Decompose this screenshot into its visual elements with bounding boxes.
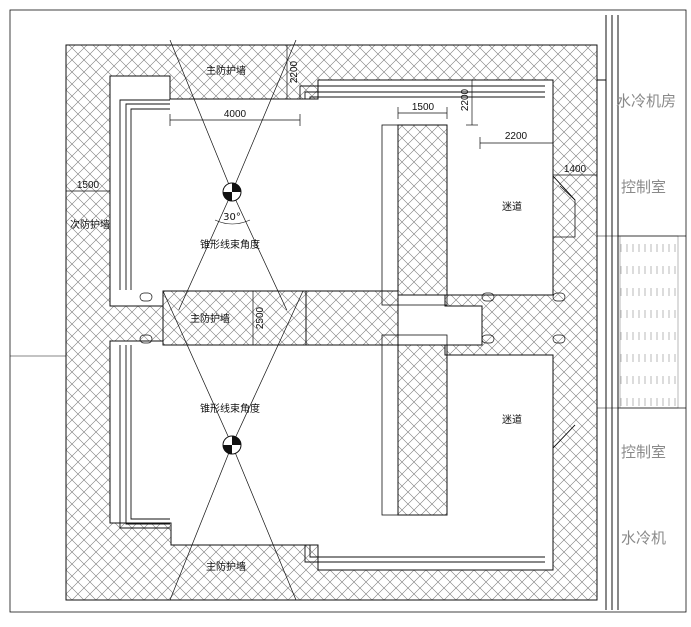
dim-2500: 2500 [255, 306, 266, 329]
label-maze-upper: 迷道 [502, 200, 522, 213]
label-main-wall-top: 主防护墙 [206, 64, 246, 77]
dim-1500-top: 1500 [412, 102, 435, 113]
dim-1500-left: 1500 [77, 180, 100, 191]
control-panel [597, 235, 686, 409]
dim-2200-right: 2200 [505, 131, 528, 142]
dim-2200-mid: 2200 [460, 88, 471, 111]
label-maze-lower: 迷道 [502, 413, 522, 426]
dim-1400: 1400 [564, 164, 587, 175]
room-control-top: 控制室 [621, 178, 666, 196]
beam-cone-lower [162, 290, 304, 601]
lower-room-liner [119, 345, 545, 563]
room-water-cooler-top: 水冷机房 [616, 92, 676, 110]
dimension-lines [65, 44, 597, 346]
maze-pillar-upper [381, 124, 448, 306]
shield-wall-hatch [65, 44, 598, 601]
drawing-frame [9, 9, 687, 613]
label-cone-angle-upper: 锥形线束角度 [200, 238, 260, 251]
upper-room-liner [119, 85, 545, 290]
vent-marks [139, 292, 566, 344]
label-cone-angle-lower: 锥形线束角度 [200, 402, 260, 415]
isocenter-upper [214, 182, 251, 225]
maze-door-upper [552, 175, 576, 238]
label-main-wall-mid: 主防护墙 [190, 312, 230, 325]
maze-pillar-lower [381, 334, 448, 516]
dim-4000: 4000 [224, 109, 247, 120]
beam-cone-upper [169, 40, 297, 310]
exterior-wall-lines [597, 15, 619, 610]
label-secondary-wall: 次防护墙 [70, 218, 110, 231]
maze-door-lower [552, 410, 576, 449]
label-main-wall-bottom: 主防护墙 [206, 560, 246, 573]
room-water-cooler-bottom: 水冷机 [621, 529, 666, 547]
isocenter-lower [222, 435, 242, 455]
dim-2200-top: 2200 [289, 60, 300, 83]
room-control-bottom: 控制室 [621, 443, 666, 461]
label-angle-30: 30° [223, 212, 241, 223]
